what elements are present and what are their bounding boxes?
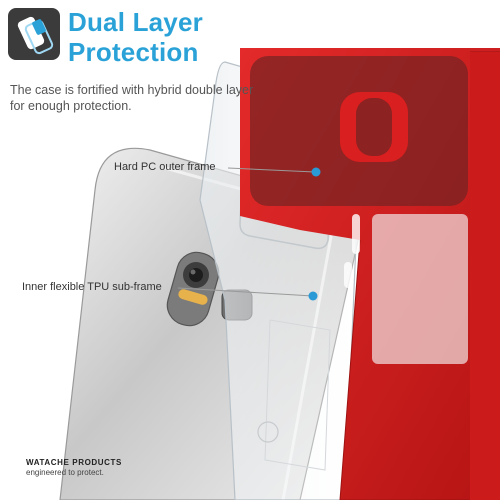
page-title-line1: Dual Layer [68,7,203,37]
tpu-pointer-dot [308,291,318,301]
brand-name: WATACHE PRODUCTS [26,458,122,467]
callout-hard-pc-frame: Hard PC outer frame [114,161,216,173]
feature-description: The case is fortified with hybrid double… [10,83,254,113]
hard-pc-pointer-dot [311,167,321,177]
page-title-line2: Protection [68,37,199,67]
hard-pc-pointer-line [227,167,316,173]
tpu-pointer-line [177,287,314,297]
callout-inner-tpu-frame: Inner flexible TPU sub-frame [22,281,162,293]
red-pc-frame [240,48,500,500]
brand-tagline: engineered to protect. [26,468,104,477]
brand-block: WATACHE PRODUCTS engineered to protect. [26,458,122,478]
phone-layers-icon [8,8,60,60]
